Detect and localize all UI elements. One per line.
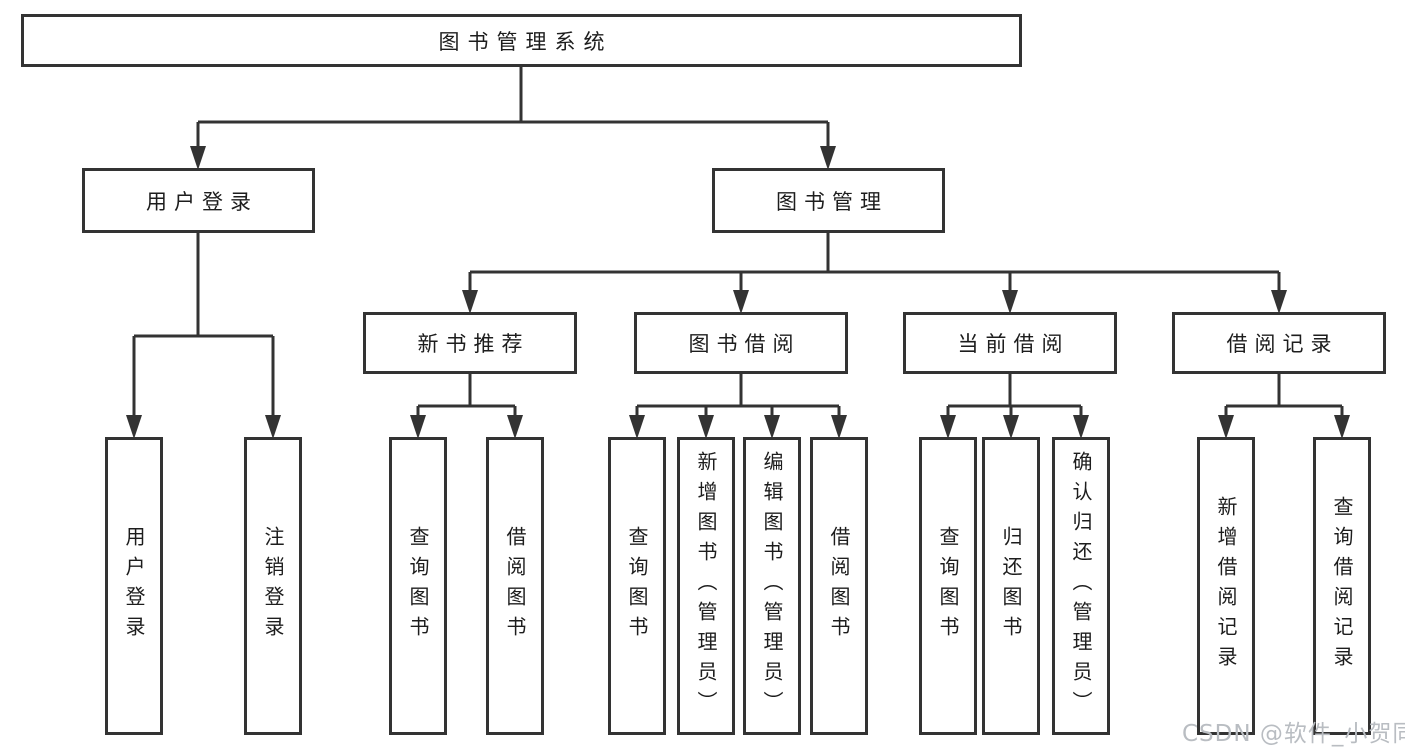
node-user-login: 用户登录 xyxy=(82,168,315,233)
connector-new-book-branch xyxy=(416,374,517,418)
leaf-recommend-query-books: 查询图书 xyxy=(389,437,447,735)
leaf-logout: 注销登录 xyxy=(244,437,302,735)
node-borrow-records: 借阅记录 xyxy=(1172,312,1386,374)
node-new-book-recommend: 新书推荐 xyxy=(363,312,577,374)
leaf-borrow-add-books-admin: 新增图书（管理员） xyxy=(677,437,735,735)
connector-user-login-branch xyxy=(132,233,275,418)
leaf-current-query-books: 查询图书 xyxy=(919,437,977,735)
node-root-library-system: 图书管理系统 xyxy=(21,14,1022,67)
csdn-watermark: CSDN @软件_小贺同学 xyxy=(1182,721,1405,747)
connector-book-management-branch xyxy=(468,233,1281,293)
connector-current-borrow-branch xyxy=(946,374,1083,418)
node-book-borrow: 图书借阅 xyxy=(634,312,848,374)
connector-book-borrow-branch xyxy=(635,374,841,418)
node-book-management: 图书管理 xyxy=(712,168,945,233)
leaf-records-query-record: 查询借阅记录 xyxy=(1313,437,1371,735)
leaf-current-return-books: 归还图书 xyxy=(982,437,1040,735)
leaf-borrow-query-books: 查询图书 xyxy=(608,437,666,735)
leaf-user-login: 用户登录 xyxy=(105,437,163,735)
leaf-records-add-record: 新增借阅记录 xyxy=(1197,437,1255,735)
connector-borrow-record-branch xyxy=(1224,374,1344,418)
leaf-borrow-edit-books-admin: 编辑图书（管理员） xyxy=(743,437,801,735)
connector-root-to-level2 xyxy=(196,67,830,150)
leaf-current-confirm-return-admin: 确认归还（管理员） xyxy=(1052,437,1110,735)
leaf-borrow-borrow-books: 借阅图书 xyxy=(810,437,868,735)
leaf-recommend-borrow-books: 借阅图书 xyxy=(486,437,544,735)
node-current-borrow: 当前借阅 xyxy=(903,312,1117,374)
